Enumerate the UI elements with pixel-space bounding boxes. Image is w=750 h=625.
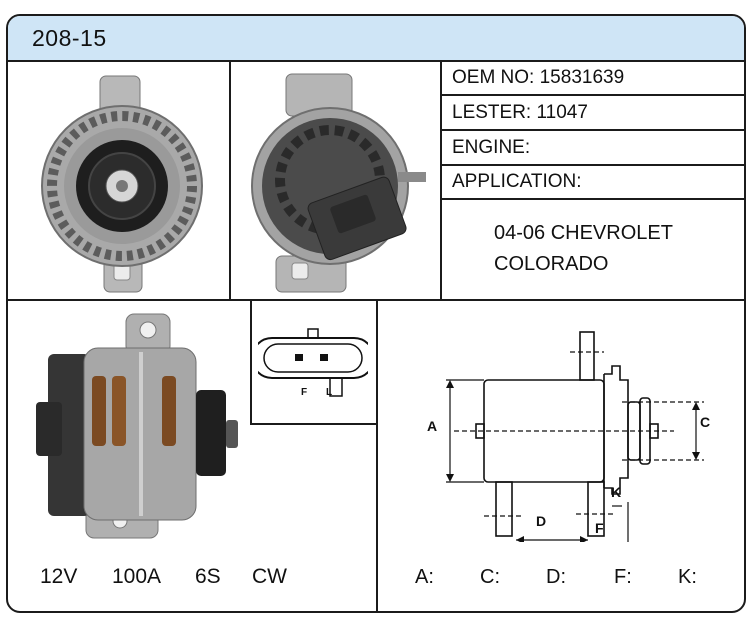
spec-row-line-3: [442, 164, 744, 166]
col-divider-top-2: [440, 60, 442, 299]
connector-box-bottom: [250, 423, 377, 425]
part-number-title: 208-15: [32, 25, 107, 51]
drawing-label-k: K: [611, 484, 622, 500]
alternator-side-photo: [36, 313, 238, 539]
application-line-2: COLORADO: [494, 253, 609, 275]
engine-label: ENGINE:: [452, 137, 531, 158]
drawing-label-a: A: [427, 418, 438, 434]
spec-sheet: 208-15: [6, 14, 746, 613]
alternator-front-photo: [41, 75, 203, 293]
pulley-rating: 6S: [195, 565, 221, 588]
row-divider: [8, 299, 744, 301]
dimension-d: D:: [546, 566, 566, 588]
alternator-rear-photo: [251, 73, 426, 293]
spec-row-line-1: [442, 94, 744, 96]
drawing-label-c: C: [700, 414, 711, 430]
drawing-label-d: D: [536, 513, 547, 529]
rotation-rating: CW: [252, 565, 287, 588]
voltage-rating: 12V: [40, 565, 78, 588]
lester-number: LESTER: 11047: [452, 102, 588, 123]
dimension-a: A:: [415, 566, 434, 588]
col-divider-top-1: [229, 60, 231, 299]
application-line-1: 04-06 CHEVROLET: [494, 222, 673, 244]
dimension-f: F:: [614, 566, 632, 588]
oem-number: OEM NO: 15831639: [452, 67, 625, 88]
spec-row-line-2: [442, 129, 744, 131]
connector-pin-l: L: [326, 387, 333, 398]
amperage-rating: 100A: [112, 565, 162, 588]
col-divider-bottom: [376, 301, 378, 611]
application-label: APPLICATION:: [452, 171, 582, 192]
connector-box-left: [250, 301, 252, 425]
drawing-label-f: F: [595, 520, 604, 536]
spec-row-line-4: [442, 198, 744, 200]
connector-pin-f: F: [301, 387, 308, 398]
dimension-k: K:: [678, 566, 697, 588]
connector-plug-icon: [258, 328, 368, 397]
dimension-c: C:: [480, 566, 500, 588]
dimension-drawing: [446, 331, 704, 542]
header-bar: 208-15: [8, 16, 744, 62]
